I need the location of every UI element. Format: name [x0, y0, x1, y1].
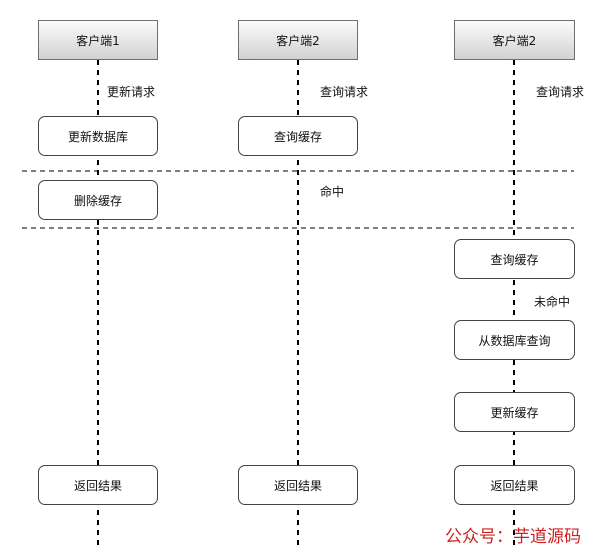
client1-header: 客户端1 [38, 20, 158, 60]
client1-step-return: 返回结果 [38, 465, 158, 505]
client3-step-return: 返回结果 [454, 465, 575, 505]
client3-miss-label: 未命中 [534, 295, 571, 309]
client3-step-query-db: 从数据库查询 [454, 320, 575, 360]
client2-step-return: 返回结果 [238, 465, 358, 505]
client1-step-delete-cache: 删除缓存 [38, 180, 158, 220]
client1-request-label: 更新请求 [107, 85, 156, 99]
client3-step-query-cache: 查询缓存 [454, 239, 575, 279]
watermark-text: 公众号：芋道源码 [445, 527, 581, 547]
client2-hit-label: 命中 [320, 185, 345, 199]
client2-request-label: 查询请求 [320, 85, 369, 99]
client3-request-label: 查询请求 [536, 85, 585, 99]
client3-step-update-cache: 更新缓存 [454, 392, 575, 432]
client2-header: 客户端2 [238, 20, 358, 60]
client1-step-update-db: 更新数据库 [38, 116, 158, 156]
client3-header: 客户端2 [454, 20, 575, 60]
client2-step-query-cache: 查询缓存 [238, 116, 358, 156]
